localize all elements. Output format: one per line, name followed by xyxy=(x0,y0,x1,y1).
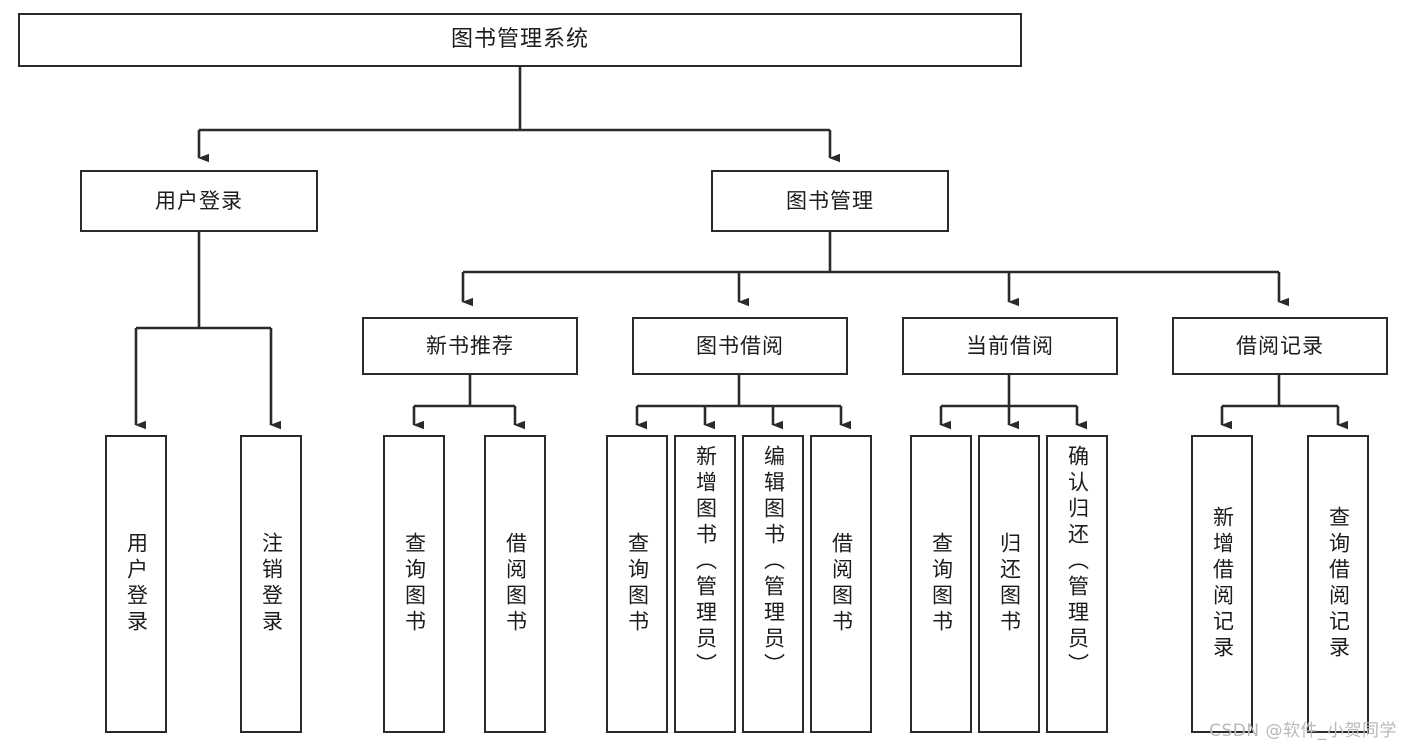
leaf-current-borrow-query-book[interactable]: 查询图书 xyxy=(910,435,972,733)
node-label: 当前借阅 xyxy=(966,333,1054,358)
node-label: 查询借阅记录 xyxy=(1326,506,1351,662)
node-root-book-management-system[interactable]: 图书管理系统 xyxy=(18,13,1022,67)
leaf-borrow-record-query-record[interactable]: 查询借阅记录 xyxy=(1307,435,1369,733)
node-label: 借阅记录 xyxy=(1236,333,1324,358)
node-label: 图书管理 xyxy=(786,188,874,213)
leaf-current-borrow-return-book[interactable]: 归还图书 xyxy=(978,435,1040,733)
node-label: 借阅图书 xyxy=(503,532,528,636)
leaf-book-borrow-edit-book-admin[interactable]: 编辑图书（管理员） xyxy=(742,435,804,733)
leaf-book-borrow-borrow-book[interactable]: 借阅图书 xyxy=(810,435,872,733)
node-label: 查询图书 xyxy=(402,532,427,636)
node-new-book-recommend[interactable]: 新书推荐 xyxy=(362,317,578,375)
node-user-login[interactable]: 用户登录 xyxy=(80,170,318,232)
node-label: 图书借阅 xyxy=(696,333,784,358)
leaf-new-book-borrow-book[interactable]: 借阅图书 xyxy=(484,435,546,733)
leaf-borrow-record-add-record[interactable]: 新增借阅记录 xyxy=(1191,435,1253,733)
node-borrow-record[interactable]: 借阅记录 xyxy=(1172,317,1388,375)
node-label: 用户登录 xyxy=(155,188,243,213)
leaf-user-login-login[interactable]: 用户登录 xyxy=(105,435,167,733)
node-book-borrow[interactable]: 图书借阅 xyxy=(632,317,848,375)
node-label: 新增借阅记录 xyxy=(1210,506,1235,662)
node-book-management[interactable]: 图书管理 xyxy=(711,170,949,232)
node-label: 编辑图书（管理员） xyxy=(761,445,786,679)
node-label: 确认归还（管理员） xyxy=(1065,445,1090,679)
node-label: 用户登录 xyxy=(124,532,149,636)
leaf-new-book-query-book[interactable]: 查询图书 xyxy=(383,435,445,733)
node-label: 新增图书（管理员） xyxy=(693,445,718,679)
node-label: 查询图书 xyxy=(625,532,650,636)
leaf-book-borrow-add-book-admin[interactable]: 新增图书（管理员） xyxy=(674,435,736,733)
node-label: 查询图书 xyxy=(929,532,954,636)
node-label: 新书推荐 xyxy=(426,333,514,358)
leaf-book-borrow-query-book[interactable]: 查询图书 xyxy=(606,435,668,733)
node-label: 借阅图书 xyxy=(829,532,854,636)
csdn-watermark: CSDN @软件_小贺同学 xyxy=(1209,721,1397,741)
node-label: 图书管理系统 xyxy=(450,27,589,53)
leaf-user-login-logout[interactable]: 注销登录 xyxy=(240,435,302,733)
node-current-borrow[interactable]: 当前借阅 xyxy=(902,317,1118,375)
leaf-current-borrow-confirm-return-admin[interactable]: 确认归还（管理员） xyxy=(1046,435,1108,733)
node-label: 归还图书 xyxy=(997,532,1022,636)
node-label: 注销登录 xyxy=(259,532,284,636)
